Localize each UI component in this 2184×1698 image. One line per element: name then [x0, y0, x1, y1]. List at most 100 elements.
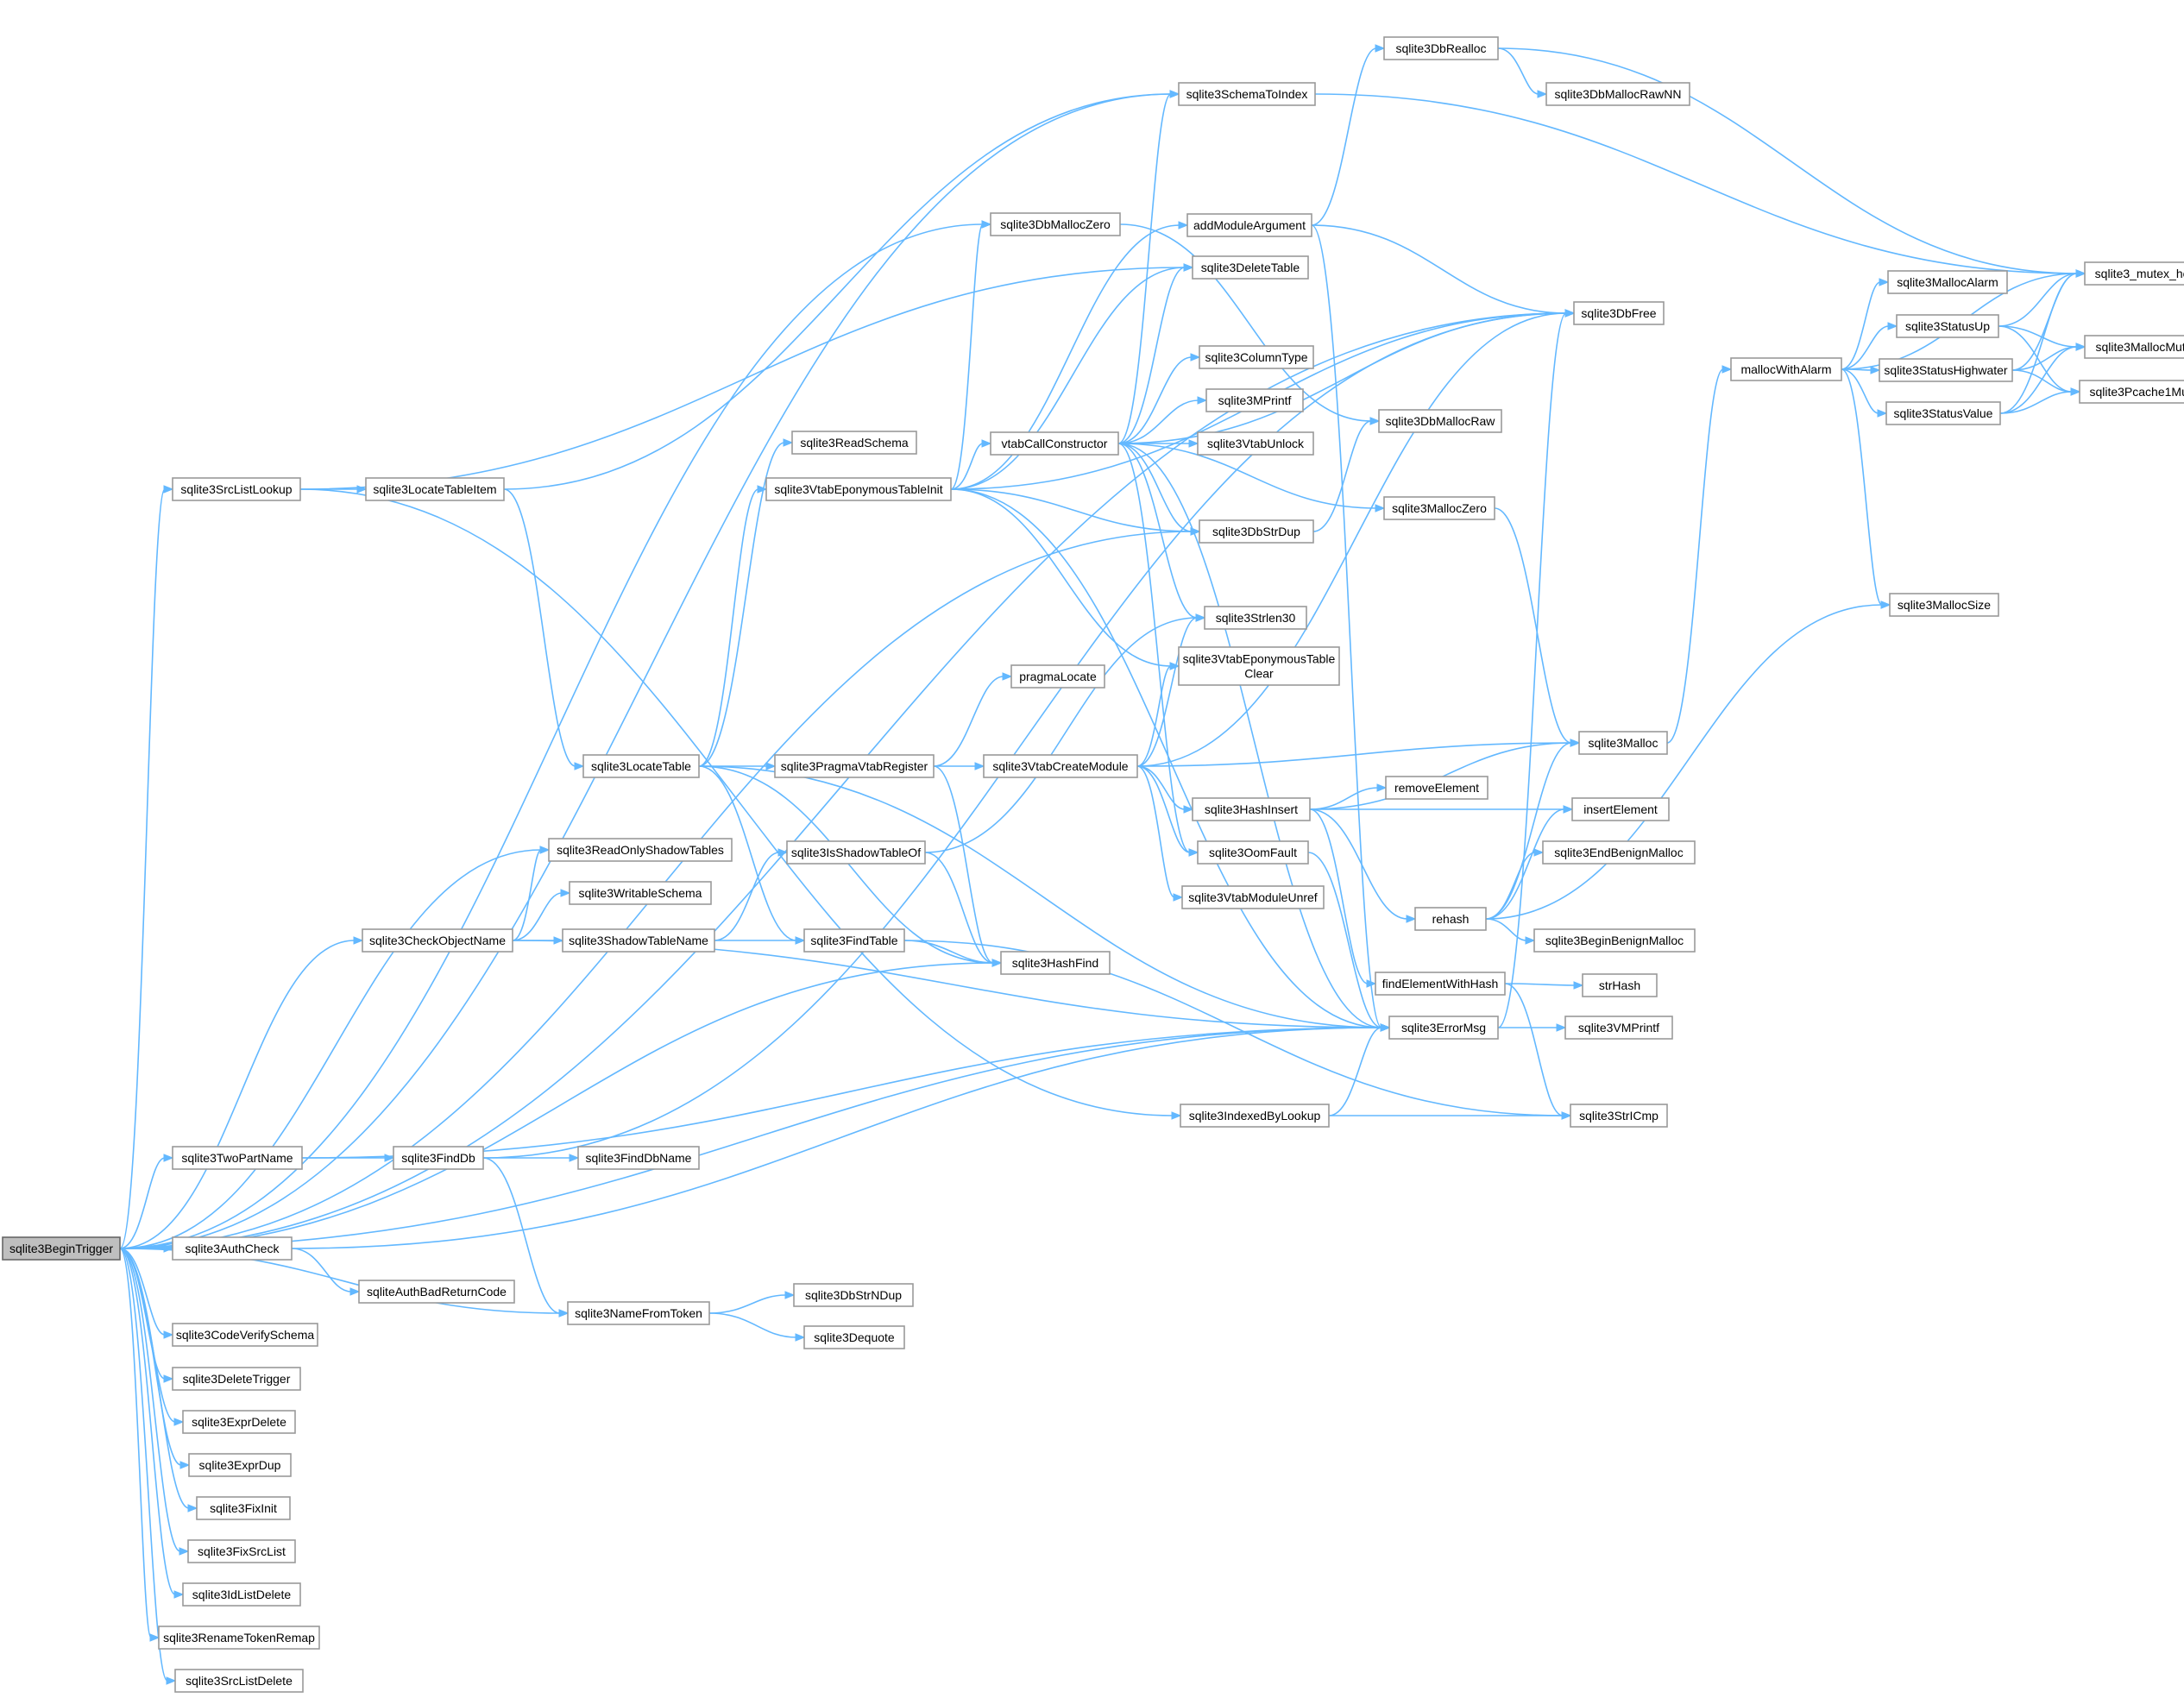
node-box	[172, 1146, 303, 1170]
node-error-msg[interactable]: sqlite3ErrorMsg	[1388, 1016, 1499, 1040]
node-box	[1197, 431, 1314, 456]
node-status-up[interactable]: sqlite3StatusUp	[1896, 314, 1999, 338]
node-mutex-held[interactable]: sqlite3_mutex_held	[2084, 261, 2184, 286]
node-read-schema[interactable]: sqlite3ReadSchema	[791, 431, 917, 455]
node-oom-fault[interactable]: sqlite3OomFault	[1197, 840, 1309, 865]
node-box	[1582, 973, 1658, 997]
node-begin-benign-malloc[interactable]: sqlite3BeginBenignMalloc	[1533, 928, 1696, 953]
node-hash-insert[interactable]: sqlite3HashInsert	[1192, 797, 1311, 821]
node-end-benign-malloc[interactable]: sqlite3EndBenignMalloc	[1542, 840, 1696, 865]
node-name-from-token[interactable]: sqlite3NameFromToken	[567, 1301, 710, 1325]
node-pcache1-mutex[interactable]: sqlite3Pcache1Mutex	[2079, 380, 2184, 404]
node-expr-delete[interactable]: sqlite3ExprDelete	[182, 1410, 296, 1434]
node-malloc-with-alarm[interactable]: mallocWithAlarm	[1730, 357, 1842, 381]
node-malloc-zero[interactable]: sqlite3MallocZero	[1383, 496, 1495, 520]
node-read-only-shadow[interactable]: sqlite3ReadOnlyShadowTables	[548, 838, 733, 862]
node-hash-find[interactable]: sqlite3HashFind	[1000, 951, 1111, 975]
node-box	[765, 477, 952, 501]
node-box	[365, 477, 505, 501]
node-code-verify-schema[interactable]: sqlite3CodeVerifySchema	[172, 1323, 318, 1347]
node-db-realloc[interactable]: sqlite3DbRealloc	[1383, 36, 1499, 60]
edge-vtab-call-constructor-to-schema-to-index	[1117, 90, 1180, 444]
node-shadow-table-name[interactable]: sqlite3ShadowTableName	[562, 928, 715, 953]
node-rehash[interactable]: rehash	[1414, 907, 1487, 931]
edge-auth-check-to-auth-bad-return-code	[291, 1248, 361, 1296]
node-db-malloc-raw[interactable]: sqlite3DbMallocRaw	[1378, 409, 1502, 433]
node-column-type[interactable]: sqlite3ColumnType	[1199, 345, 1314, 369]
node-vtab-unlock[interactable]: sqlite3VtabUnlock	[1197, 431, 1314, 456]
node-box	[562, 928, 715, 953]
node-rename-token-remap[interactable]: sqlite3RenameTokenRemap	[158, 1626, 320, 1650]
node-box	[791, 431, 917, 455]
node-delete-trigger[interactable]: sqlite3DeleteTrigger	[172, 1367, 301, 1391]
edge-shadow-table-name-to-is-shadow-table-of	[714, 848, 789, 941]
node-two-part-name[interactable]: sqlite3TwoPartName	[172, 1146, 303, 1170]
node-expr-dup[interactable]: sqlite3ExprDup	[188, 1453, 292, 1477]
node-strlen30[interactable]: sqlite3Strlen30	[1204, 606, 1307, 630]
node-label: sqlite3VtabEponymousTableInit	[774, 482, 942, 496]
node-dequote[interactable]: sqlite3Dequote	[803, 1325, 905, 1349]
node-label: sqlite3WritableSchema	[579, 886, 702, 900]
node-remove-element[interactable]: removeElement	[1385, 776, 1489, 800]
node-db-str-dup[interactable]: sqlite3DbStrDup	[1199, 519, 1314, 544]
node-pragma-vtab-register[interactable]: sqlite3PragmaVtabRegister	[774, 754, 935, 778]
node-find-table[interactable]: sqlite3FindTable	[803, 928, 905, 953]
node-malloc-size[interactable]: sqlite3MallocSize	[1889, 593, 1999, 617]
node-label: sqlite3MallocSize	[1898, 598, 1991, 612]
node-indexed-by-lookup[interactable]: sqlite3IndexedByLookup	[1180, 1104, 1330, 1128]
node-label: sqlite3DbMallocRaw	[1386, 414, 1496, 428]
node-label: sqlite3VMPrintf	[1578, 1021, 1659, 1035]
node-malloc-mutex[interactable]: sqlite3MallocMutex	[2084, 335, 2184, 359]
node-check-object-name[interactable]: sqlite3CheckObjectName	[362, 928, 513, 953]
node-vtab-call-constructor[interactable]: vtabCallConstructor	[990, 431, 1119, 456]
node-add-module-argument[interactable]: addModuleArgument	[1186, 213, 1312, 237]
node-locate-table-item[interactable]: sqlite3LocateTableItem	[365, 477, 505, 501]
node-find-db-name[interactable]: sqlite3FindDbName	[577, 1146, 700, 1170]
node-str-icmp[interactable]: sqlite3StrICmp	[1570, 1104, 1668, 1128]
edge-vtab-call-constructor-to-column-type	[1117, 353, 1201, 444]
node-locate-table[interactable]: sqlite3LocateTable	[582, 754, 700, 778]
node-auth-bad-return-code[interactable]: sqliteAuthBadReturnCode	[358, 1280, 515, 1304]
node-src-list-delete[interactable]: sqlite3SrcListDelete	[174, 1669, 304, 1693]
node-fix-init[interactable]: sqlite3FixInit	[196, 1496, 291, 1520]
node-vtab-create-module[interactable]: sqlite3VtabCreateModule	[983, 754, 1138, 778]
node-vtab-module-unref[interactable]: sqlite3VtabModuleUnref	[1181, 885, 1325, 909]
node-box	[362, 928, 513, 953]
node-malloc[interactable]: sqlite3Malloc	[1578, 731, 1668, 755]
node-is-shadow-table-of[interactable]: sqlite3IsShadowTableOf	[786, 840, 926, 865]
node-db-str-ndup[interactable]: sqlite3DbStrNDup	[793, 1283, 914, 1307]
edge-check-object-name-to-writable-schema	[512, 889, 571, 941]
node-pragma-locate[interactable]: pragmaLocate	[1010, 664, 1105, 689]
node-find-db[interactable]: sqlite3FindDb	[393, 1146, 484, 1170]
edge-error-msg-to-db-free	[1497, 309, 1576, 1028]
node-malloc-alarm[interactable]: sqlite3MallocAlarm	[1887, 270, 2008, 294]
node-id-list-delete[interactable]: sqlite3IdListDelete	[182, 1582, 301, 1607]
node-insert-element[interactable]: insertElement	[1571, 797, 1670, 821]
node-delete-table[interactable]: sqlite3DeleteTable	[1192, 255, 1309, 280]
node-str-hash[interactable]: strHash	[1582, 973, 1658, 997]
node-label: sqlite3StatusHighwater	[1884, 363, 2008, 377]
edge-root-to-fix-init	[119, 1248, 198, 1512]
node-schema-to-index[interactable]: sqlite3SchemaToIndex	[1178, 82, 1316, 106]
node-find-element-with-hash[interactable]: findElementWithHash	[1375, 972, 1506, 996]
node-db-malloc-zero[interactable]: sqlite3DbMallocZero	[990, 212, 1121, 236]
node-label: sqlite3StrICmp	[1579, 1109, 1658, 1123]
node-label: sqlite3SchemaToIndex	[1186, 87, 1308, 101]
node-db-malloc-raw-nn[interactable]: sqlite3DbMallocRawNN	[1545, 82, 1690, 106]
node-db-free[interactable]: sqlite3DbFree	[1573, 301, 1665, 325]
edge-schema-to-index-to-mutex-held	[1314, 93, 2086, 278]
edge-root-to-db-malloc-zero	[119, 220, 992, 1249]
edge-rehash-to-begin-benign-malloc	[1485, 918, 1536, 945]
node-auth-check[interactable]: sqlite3AuthCheck	[172, 1236, 293, 1261]
node-src-list-lookup[interactable]: sqlite3SrcListLookup	[172, 477, 301, 501]
node-writable-schema[interactable]: sqlite3WritableSchema	[569, 881, 712, 905]
node-status-value[interactable]: sqlite3StatusValue	[1885, 401, 2001, 425]
node-mprintf[interactable]: sqlite3MPrintf	[1205, 388, 1304, 412]
node-box	[1388, 1016, 1499, 1040]
node-fix-src-list[interactable]: sqlite3FixSrcList	[187, 1539, 296, 1563]
node-vmprintf[interactable]: sqlite3VMPrintf	[1564, 1016, 1673, 1040]
node-vtab-epo-init[interactable]: sqlite3VtabEponymousTableInit	[765, 477, 952, 501]
edge-check-object-name-to-read-only-shadow	[512, 846, 551, 941]
node-status-highwater[interactable]: sqlite3StatusHighwater	[1879, 358, 2013, 382]
